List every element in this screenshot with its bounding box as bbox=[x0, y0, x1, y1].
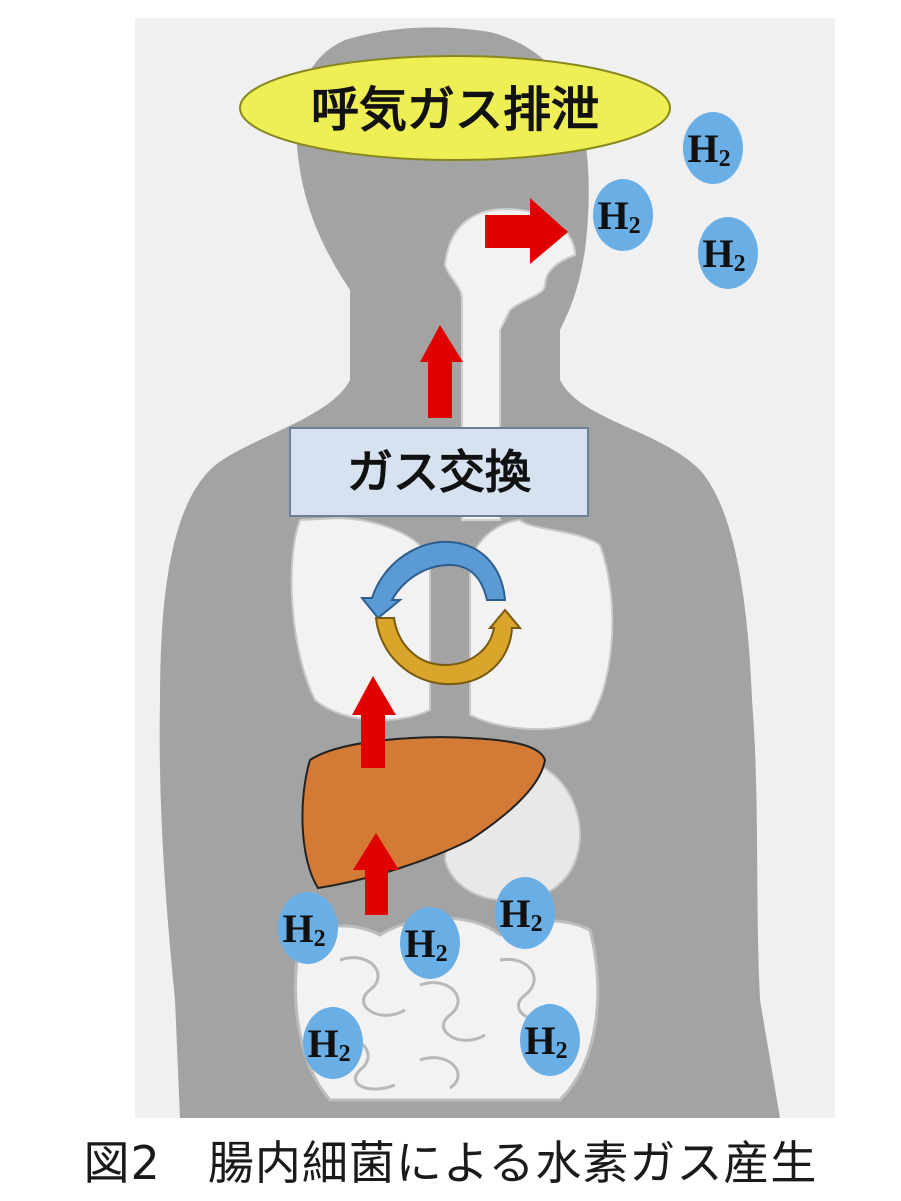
up-arrow-icon bbox=[352, 676, 396, 768]
h2-symbol: H bbox=[687, 126, 718, 171]
h2-circle bbox=[683, 112, 743, 184]
h2-symbol: H bbox=[282, 906, 313, 951]
h2-molecule: H2 bbox=[683, 112, 743, 184]
h2-molecule: H2 bbox=[303, 1007, 363, 1079]
h2-subscript: 2 bbox=[629, 213, 641, 239]
up-arrow-icon bbox=[353, 833, 399, 915]
h2-circle bbox=[278, 892, 338, 964]
h2-label: H2 bbox=[597, 193, 640, 239]
h2-symbol: H bbox=[524, 1018, 555, 1063]
h2-circle bbox=[698, 217, 758, 289]
h2-subscript: 2 bbox=[314, 926, 326, 952]
h2-label: H2 bbox=[524, 1018, 567, 1064]
h2-label: H2 bbox=[282, 906, 325, 952]
h2-symbol: H bbox=[404, 921, 435, 966]
h2-circle bbox=[303, 1007, 363, 1079]
gas-exchange-label: ガス交換 bbox=[347, 445, 532, 499]
h2-subscript: 2 bbox=[719, 146, 731, 172]
right-arrow-icon bbox=[485, 198, 568, 264]
h2-symbol: H bbox=[702, 231, 733, 276]
h2-subscript: 2 bbox=[734, 251, 746, 277]
intestine-folds bbox=[329, 956, 561, 1091]
h2-circle bbox=[495, 877, 555, 949]
h2-label: H2 bbox=[499, 891, 542, 937]
h2-molecule: H2 bbox=[400, 907, 460, 979]
h2-molecule: H2 bbox=[278, 892, 338, 964]
up-arrow-icon bbox=[420, 325, 463, 418]
exhale-label: 呼気ガス排泄 bbox=[311, 82, 599, 138]
liver-shape bbox=[301, 736, 547, 890]
h2-molecule: H2 bbox=[495, 877, 555, 949]
right-lung bbox=[469, 518, 614, 731]
circulation-cycle-icon bbox=[359, 540, 523, 686]
h2-circle bbox=[400, 907, 460, 979]
h2-label: H2 bbox=[687, 126, 730, 172]
h2-molecule: H2 bbox=[698, 217, 758, 289]
left-lung bbox=[290, 516, 431, 722]
h2-subscript: 2 bbox=[556, 1038, 568, 1064]
h2-symbol: H bbox=[499, 891, 530, 936]
h2-label: H2 bbox=[702, 231, 745, 277]
h2-circle bbox=[593, 179, 653, 251]
figure-caption: 図2 腸内細菌による水素ガス産生 bbox=[83, 1135, 818, 1190]
h2-molecule: H2 bbox=[520, 1004, 580, 1076]
h2-subscript: 2 bbox=[531, 911, 543, 937]
gas-exchange-box bbox=[289, 427, 589, 517]
h2-circle bbox=[520, 1004, 580, 1076]
h2-label: H2 bbox=[307, 1021, 350, 1067]
h2-subscript: 2 bbox=[436, 941, 448, 967]
h2-label: H2 bbox=[404, 921, 447, 967]
h2-symbol: H bbox=[307, 1021, 338, 1066]
h2-subscript: 2 bbox=[339, 1041, 351, 1067]
h2-molecule: H2 bbox=[593, 179, 653, 251]
exhale-ellipse bbox=[239, 55, 671, 161]
h2-symbol: H bbox=[597, 193, 628, 238]
